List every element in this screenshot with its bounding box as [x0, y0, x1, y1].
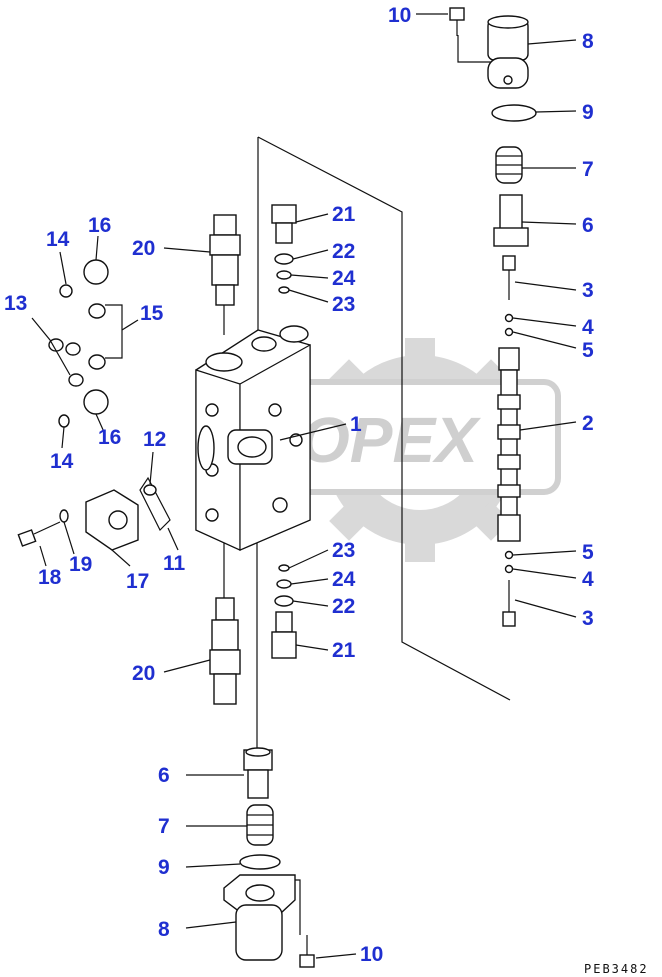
callout-24-top: 24	[332, 267, 356, 290]
drawing-code: PEB3482	[584, 962, 649, 976]
callout-23-top: 23	[332, 293, 355, 316]
part-15-top-ring	[88, 303, 106, 319]
part-21-top-plug	[271, 204, 297, 244]
part-22-bot-ring	[274, 595, 294, 607]
callout-21-top: 21	[332, 203, 356, 226]
callout-18: 18	[38, 566, 62, 589]
part-4-top-ball	[504, 313, 514, 323]
callout-3-top: 3	[582, 279, 594, 302]
part-7-top-spring	[495, 146, 523, 184]
part-5-bot-ball	[504, 550, 514, 560]
part-10-bot-bolt	[299, 935, 315, 968]
part-14-bot-ring	[58, 414, 70, 428]
part-3-bot-pin	[502, 580, 516, 627]
callout-7-bot: 7	[158, 815, 170, 838]
callout-6-top: 6	[582, 214, 594, 237]
part-7-bot-spring	[246, 804, 274, 846]
part-8-bot-cover	[223, 874, 296, 961]
part-1-valve-body	[195, 325, 311, 551]
part-9-bot-oring	[239, 854, 281, 870]
part-24-bot-ring	[276, 579, 292, 589]
callout-2: 2	[582, 412, 594, 435]
leader-lines	[39, 13, 577, 959]
part-19-washer	[59, 509, 69, 523]
callout-19: 19	[69, 553, 92, 576]
part-6-top-retainer	[493, 194, 529, 247]
callout-14-bot: 14	[50, 450, 74, 473]
part-23-top-ring	[278, 286, 290, 294]
callout-1: 1	[350, 413, 362, 436]
callout-17: 17	[126, 570, 149, 593]
part-9-top-oring	[491, 104, 537, 122]
part-16-bot-oring	[83, 389, 109, 415]
callout-23-bot: 23	[332, 539, 355, 562]
leader-13	[31, 317, 71, 376]
callout-5-bot: 5	[582, 541, 594, 564]
bracket-15	[105, 304, 123, 359]
leader-15	[121, 319, 139, 331]
callout-8-top: 8	[582, 30, 594, 53]
callout-16-top: 16	[88, 214, 111, 237]
callout-24-bot: 24	[332, 568, 356, 591]
part-21-bot-plug	[271, 611, 297, 659]
callout-4-top: 4	[582, 316, 594, 339]
callout-21-bot: 21	[332, 639, 356, 662]
callout-22-bot: 22	[332, 595, 355, 618]
callout-11: 11	[163, 552, 186, 575]
callout-15: 15	[140, 302, 164, 325]
part-13-orings	[48, 338, 84, 387]
callout-5-top: 5	[582, 339, 594, 362]
callout-labels: 10 8 9 7 6 3 4 5 2 5 4 3 21 22 24 23 1 2…	[4, 4, 594, 966]
callout-12: 12	[143, 428, 166, 451]
assembly-lines	[223, 35, 511, 935]
watermark-text: OPEX	[300, 404, 481, 476]
part-17-block	[85, 489, 139, 551]
callout-3-bot: 3	[582, 607, 594, 630]
callout-10-top: 10	[388, 4, 411, 27]
part-23-bot-ring	[278, 564, 290, 572]
callout-13: 13	[4, 292, 27, 315]
callout-14-top: 14	[46, 228, 70, 251]
part-6-bot-retainer	[243, 747, 273, 799]
part-20-top-valve	[209, 214, 241, 306]
part-15-bot-ring	[88, 354, 106, 370]
assembly-line-right	[257, 136, 511, 701]
part-10-top-bolt	[449, 7, 465, 36]
part-11-12-plate	[139, 451, 171, 532]
part-22-top-ring	[274, 253, 294, 265]
callout-20-top: 20	[132, 237, 155, 260]
part-24-top-ring	[276, 270, 292, 280]
part-2-spool	[497, 347, 521, 542]
part-8-top-cover	[487, 15, 529, 89]
part-18-bolt	[17, 521, 61, 547]
callout-16-bot: 16	[98, 426, 121, 449]
callout-6-bot: 6	[158, 764, 170, 787]
part-5-top-ball	[504, 327, 514, 337]
part-20-bot-valve	[209, 597, 241, 705]
callout-8-bot: 8	[158, 918, 170, 941]
callout-4-bot: 4	[582, 568, 594, 591]
callout-9-bot: 9	[158, 856, 170, 879]
part-14-top-ring	[59, 284, 73, 298]
callout-22-top: 22	[332, 240, 355, 263]
callout-7-top: 7	[582, 158, 594, 181]
callout-20-bot: 20	[132, 662, 155, 685]
part-3-top-pin	[502, 255, 516, 300]
part-16-top-oring	[83, 259, 109, 285]
callout-10-bot: 10	[360, 943, 383, 966]
part-4-bot-ball	[504, 564, 514, 574]
callout-9-top: 9	[582, 101, 594, 124]
